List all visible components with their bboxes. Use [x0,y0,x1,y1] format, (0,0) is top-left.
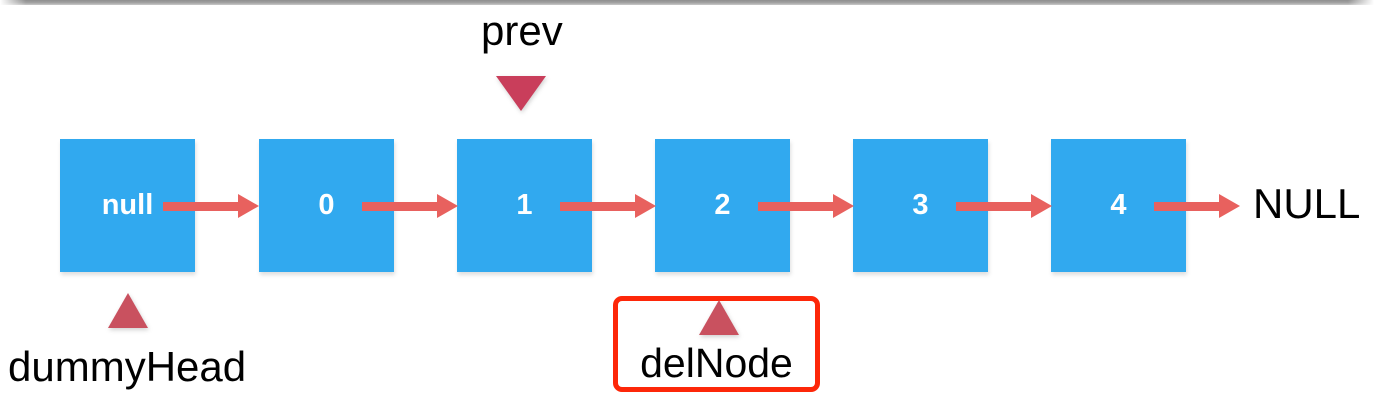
prev-pointer-triangle-down-icon [496,76,546,111]
node-value-label: 0 [318,189,335,221]
dummyhead-pointer-label: dummyHead [8,343,247,390]
delnode-pointer-label: delNode [640,340,793,386]
list-node-null[interactable]: null [60,139,195,272]
list-node-2[interactable]: 2 [655,139,790,272]
null-terminator-label: NULL [1253,180,1361,227]
node-value-label: 4 [1110,189,1127,221]
node-value-label: 2 [714,189,731,221]
dummyhead-pointer-triangle-up-icon [108,293,148,328]
list-node-3[interactable]: 3 [853,139,988,272]
node-value-label: 1 [516,189,533,221]
list-node-1[interactable]: 1 [457,139,592,272]
node-value-label: 3 [912,189,929,221]
top-gray-bar [0,0,1374,5]
delnode-pointer-triangle-up-icon [699,300,739,335]
prev-pointer-label: prev [481,7,563,54]
node-value-label: null [101,189,154,221]
list-node-4[interactable]: 4 [1051,139,1186,272]
list-node-0[interactable]: 0 [259,139,394,272]
